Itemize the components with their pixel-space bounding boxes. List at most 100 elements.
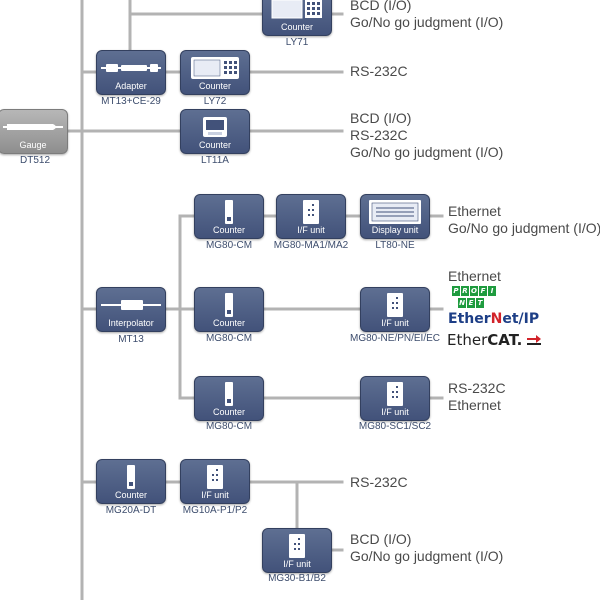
output-mg30b-bcd: BCD (I/O) bbox=[350, 531, 412, 547]
output-ly71-bcd: BCD (I/O) bbox=[350, 0, 412, 13]
device-mg80-cm-3[interactable]: Counter bbox=[194, 376, 264, 421]
profinet-logo-bottom: N E T bbox=[452, 298, 504, 308]
device-mg80-cm-2[interactable]: Counter bbox=[194, 287, 264, 332]
device-mg20a-dt[interactable]: Counter bbox=[96, 459, 166, 504]
profinet-letter: P bbox=[452, 286, 460, 296]
model-mg80-cm-2: MG80-CM bbox=[205, 333, 253, 344]
device-lt80-ne[interactable]: Display unit bbox=[360, 194, 430, 239]
model-mg80-cm-1: MG80-CM bbox=[205, 240, 253, 251]
counter-panel-icon bbox=[181, 55, 249, 81]
ethernet-ip-logo-mid: N bbox=[490, 311, 503, 327]
device-label: I/F unit bbox=[381, 318, 409, 328]
if-unit-icon bbox=[277, 199, 345, 225]
output-lt11a-go-no-go: Go/No go judgment (I/O) bbox=[350, 144, 504, 160]
profinet-logo: P R O F I N E T bbox=[452, 286, 504, 308]
device-label: Counter bbox=[280, 22, 314, 32]
model-mt13: MT13 bbox=[118, 334, 144, 345]
device-label: Counter bbox=[212, 407, 246, 417]
profinet-letter: T bbox=[476, 298, 484, 308]
model-ly72: LY72 bbox=[203, 96, 227, 107]
ethercat-logo-prefix: Ether bbox=[447, 331, 488, 349]
device-ly72[interactable]: Counter bbox=[180, 50, 250, 95]
device-mg80-ma[interactable]: I/F unit bbox=[276, 194, 346, 239]
model-mg20a-dt: MG20A-DT bbox=[105, 505, 157, 516]
device-mg80-cm-1[interactable]: Counter bbox=[194, 194, 264, 239]
device-label: Counter bbox=[114, 490, 148, 500]
model-ly71: LY71 bbox=[285, 37, 309, 48]
device-label: Interpolator bbox=[108, 318, 154, 328]
interpolator-icon bbox=[97, 292, 165, 318]
model-mg80-ne: MG80-NE/PN/EI/EC bbox=[349, 333, 441, 344]
model-lt80-ne: LT80-NE bbox=[375, 240, 415, 251]
model-mg80-cm-3: MG80-CM bbox=[205, 421, 253, 432]
output-lt80ne-ethernet: Ethernet bbox=[448, 203, 501, 219]
counter-display-icon bbox=[181, 114, 249, 140]
profinet-letter: E bbox=[467, 298, 475, 308]
device-label: I/F unit bbox=[381, 407, 409, 417]
output-lt11a-bcd: BCD (I/O) bbox=[350, 110, 412, 126]
model-lt11a: LT11A bbox=[201, 155, 229, 166]
device-label: I/F unit bbox=[297, 225, 325, 235]
ethernet-ip-logo-prefix: Ether bbox=[448, 311, 491, 327]
device-label: Gauge bbox=[19, 140, 47, 150]
device-mg80-ne[interactable]: I/F unit bbox=[360, 287, 430, 332]
device-label: Adapter bbox=[115, 81, 147, 91]
output-mg80sc-ethernet: Ethernet bbox=[448, 397, 501, 413]
model-dt512: DT512 bbox=[19, 155, 50, 166]
device-adapter-mt13-ce29[interactable]: Adapter bbox=[96, 50, 166, 95]
model-mg10a: MG10A-P1/P2 bbox=[182, 505, 248, 516]
device-label: Display unit bbox=[371, 225, 419, 235]
ethercat-arrow-icon bbox=[527, 334, 542, 345]
output-lt11a-rs232c: RS-232C bbox=[350, 127, 408, 143]
device-lt11a[interactable]: Counter bbox=[180, 109, 250, 154]
device-label: Counter bbox=[198, 81, 232, 91]
adapter-cable-icon bbox=[97, 55, 165, 81]
if-unit-icon bbox=[181, 464, 249, 490]
gauge-probe-icon bbox=[0, 114, 67, 140]
counter-module-icon bbox=[195, 292, 263, 318]
device-label: I/F unit bbox=[283, 559, 311, 569]
ethercat-logo-suffix: CAT. bbox=[487, 331, 523, 349]
profinet-logo-top: P R O F I bbox=[452, 286, 504, 296]
display-unit-icon bbox=[361, 199, 429, 225]
profinet-letter: O bbox=[470, 286, 478, 296]
counter-module-icon bbox=[195, 199, 263, 225]
model-mg80-ma: MG80-MA1/MA2 bbox=[273, 240, 349, 251]
device-ly71[interactable]: Counter bbox=[262, 0, 332, 36]
device-interpolator-mt13[interactable]: Interpolator bbox=[96, 287, 166, 332]
model-mt13-ce29: MT13+CE-29 bbox=[101, 96, 161, 107]
output-mg30b-go-no-go: Go/No go judgment (I/O) bbox=[350, 548, 504, 564]
device-label: I/F unit bbox=[201, 490, 229, 500]
output-mg80sc-rs232c: RS-232C bbox=[448, 380, 506, 396]
device-mg80-sc[interactable]: I/F unit bbox=[360, 376, 430, 421]
device-mg30-b[interactable]: I/F unit bbox=[262, 528, 332, 573]
if-unit-icon bbox=[361, 292, 429, 318]
if-unit-icon bbox=[263, 533, 331, 559]
mg30b-branch-line bbox=[295, 480, 344, 552]
output-ly71-go-no-go: Go/No go judgment (I/O) bbox=[350, 14, 504, 30]
device-label: Counter bbox=[212, 225, 246, 235]
ly71-branch-line bbox=[128, 0, 264, 52]
model-mg80-sc: MG80-SC1/SC2 bbox=[358, 421, 432, 432]
device-mg10a[interactable]: I/F unit bbox=[180, 459, 250, 504]
output-ly72-rs232c: RS-232C bbox=[350, 63, 408, 79]
counter-module-icon bbox=[195, 381, 263, 407]
device-gauge-dt512[interactable]: Gauge bbox=[0, 109, 68, 154]
output-mg80ne-ethernet: Ethernet bbox=[448, 268, 501, 284]
if-unit-icon bbox=[361, 381, 429, 407]
output-lt80ne-go-no-go: Go/No go judgment (I/O) bbox=[448, 220, 600, 236]
device-label: Counter bbox=[212, 318, 246, 328]
ethernet-ip-logo: EtherNet/IP bbox=[448, 310, 543, 328]
profinet-letter: F bbox=[479, 286, 487, 296]
profinet-letter: I bbox=[488, 286, 496, 296]
ethernet-ip-logo-suffix: et/IP bbox=[502, 311, 540, 327]
counter-module-icon bbox=[97, 464, 165, 490]
profinet-letter: N bbox=[458, 298, 466, 308]
ethercat-logo: EtherCAT. bbox=[447, 330, 547, 350]
device-label: Counter bbox=[198, 140, 232, 150]
counter-keypad-icon bbox=[263, 0, 331, 22]
model-mg30-b: MG30-B1/B2 bbox=[268, 573, 326, 584]
profinet-letter: R bbox=[461, 286, 469, 296]
output-mg10a-rs232c: RS-232C bbox=[350, 474, 408, 490]
